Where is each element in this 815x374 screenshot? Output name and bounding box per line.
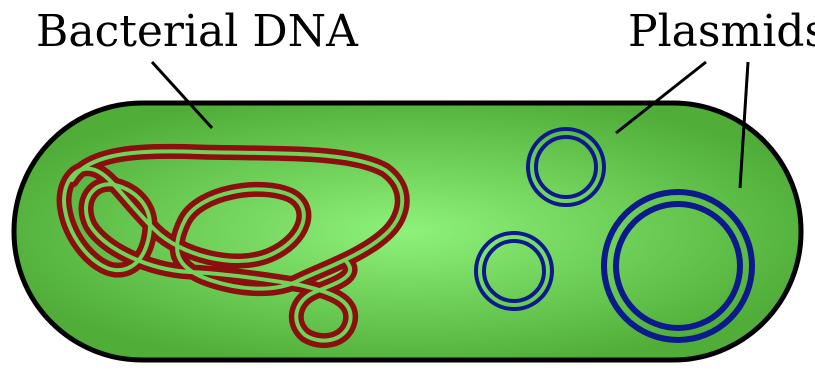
plasmids-label: Plasmids <box>628 6 815 57</box>
cell-body <box>14 103 801 360</box>
bacterial-dna-label: Bacterial DNA <box>36 6 359 57</box>
